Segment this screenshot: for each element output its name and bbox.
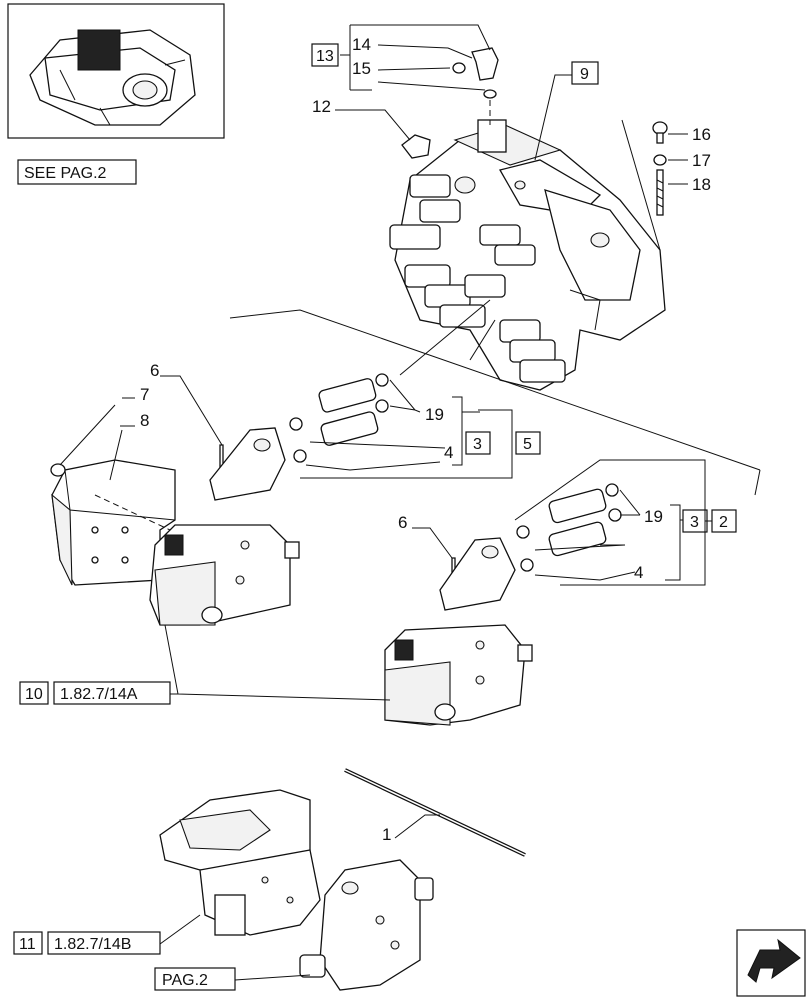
valve-section-b [384,624,533,726]
box-10-label: 10 [25,686,43,703]
box-11[interactable] [13,931,43,955]
end-plate-b [439,537,516,611]
callout-17: 17 [692,151,711,170]
callout-19a: 19 [425,405,444,424]
callout-4a: 4 [444,443,453,462]
highlighted-part [77,29,121,71]
callout-15: 15 [352,59,371,78]
callout-7: 7 [140,385,149,404]
washer-15 [452,62,466,74]
box-9-label: 9 [580,66,589,83]
seal-7 [50,463,66,477]
valve-body-bottom [299,859,434,991]
callout-19b: 19 [644,507,663,526]
pag2-box[interactable] [154,967,236,991]
callout-1: 1 [382,825,391,844]
ref-10-box[interactable] [53,681,171,705]
ref-11-label: 1.82.7/14B [54,936,131,953]
box-10[interactable] [19,681,49,705]
callout-18: 18 [692,175,711,194]
box-13-label: 13 [316,48,334,65]
valve-block-assembly [389,119,666,391]
thumbnail-assembly [7,3,225,139]
spool-cartridges-b [516,483,622,572]
box-2-label: 2 [719,514,728,531]
lift-cover-assembly [159,789,321,936]
o-ring [483,89,497,99]
see-page-box[interactable] [17,159,137,185]
box-3a[interactable] [465,431,491,455]
box-9[interactable] [571,61,599,85]
valve-section-a [149,524,300,626]
box-3a-label: 3 [473,436,482,453]
ref-11-box[interactable] [47,931,161,955]
callout-14: 14 [352,35,371,54]
callout-8: 8 [140,411,149,430]
elbow-fitting [471,47,499,81]
plug-12 [401,134,431,159]
see-page-label: SEE PAG.2 [24,165,107,182]
box-3b-label: 3 [690,514,699,531]
callout-4b: 4 [634,563,643,582]
callout-6a: 6 [150,361,159,380]
next-page-arrow-icon[interactable] [736,929,806,997]
callout-16: 16 [692,125,711,144]
box-13[interactable] [311,43,339,67]
callout-12: 12 [312,97,331,116]
box-5[interactable] [515,431,541,455]
spool-cartridges-a [289,373,389,463]
bolt-assembly [652,121,668,216]
box-5-label: 5 [523,436,532,453]
pag2-label: PAG.2 [162,972,208,989]
callout-6b: 6 [398,513,407,532]
box-11-label: 11 [19,936,36,953]
cap-plate [50,459,176,586]
ref-10-label: 1.82.7/14A [60,686,138,703]
